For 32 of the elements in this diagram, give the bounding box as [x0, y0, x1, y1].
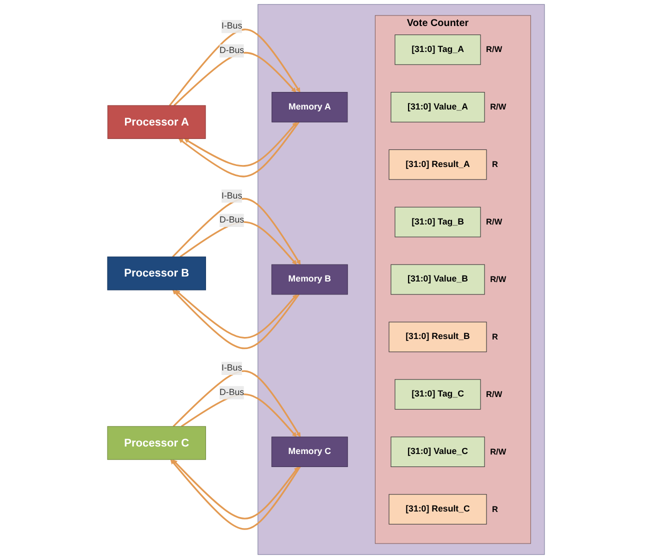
- arrow: [178, 122, 300, 178]
- edge-label: I-Bus: [222, 363, 242, 373]
- node-box: [31:0] Tag_A: [394, 34, 481, 65]
- node-box: [31:0] Result_A: [388, 149, 487, 180]
- arrow: [180, 221, 297, 265]
- arrow: [174, 52, 296, 106]
- arrow: [172, 290, 300, 350]
- edge-label: D-Bus: [220, 46, 244, 56]
- node-box: Processor C: [107, 426, 206, 460]
- arrow: [172, 460, 299, 520]
- arrow: [184, 122, 298, 167]
- arrow: [170, 459, 301, 530]
- node-box: [31:0] Value_C: [390, 436, 485, 468]
- arrow: [172, 198, 301, 265]
- node-box: [31:0] Tag_C: [394, 379, 481, 410]
- node-box: Memory C: [271, 436, 348, 468]
- node-box: Processor B: [107, 256, 206, 290]
- node-box: [31:0] Value_B: [390, 264, 485, 295]
- edge-label: D-Bus: [220, 215, 244, 225]
- node-box: Processor A: [107, 105, 206, 139]
- cluster: [258, 4, 545, 555]
- node-box: Memory A: [272, 92, 348, 122]
- node-box: [31:0] Value_A: [390, 92, 485, 122]
- edge-label: I-Bus: [222, 191, 242, 201]
- node-box: [31:0] Tag_B: [394, 206, 481, 238]
- arrow: [169, 28, 300, 106]
- node-box: Memory B: [271, 264, 348, 295]
- node-box: [31:0] Result_B: [388, 322, 487, 352]
- node-box: [31:0] Result_C: [388, 494, 487, 524]
- edge-label: D-Bus: [220, 388, 244, 398]
- arrow: [175, 290, 298, 339]
- edge-label: I-Bus: [222, 22, 242, 31]
